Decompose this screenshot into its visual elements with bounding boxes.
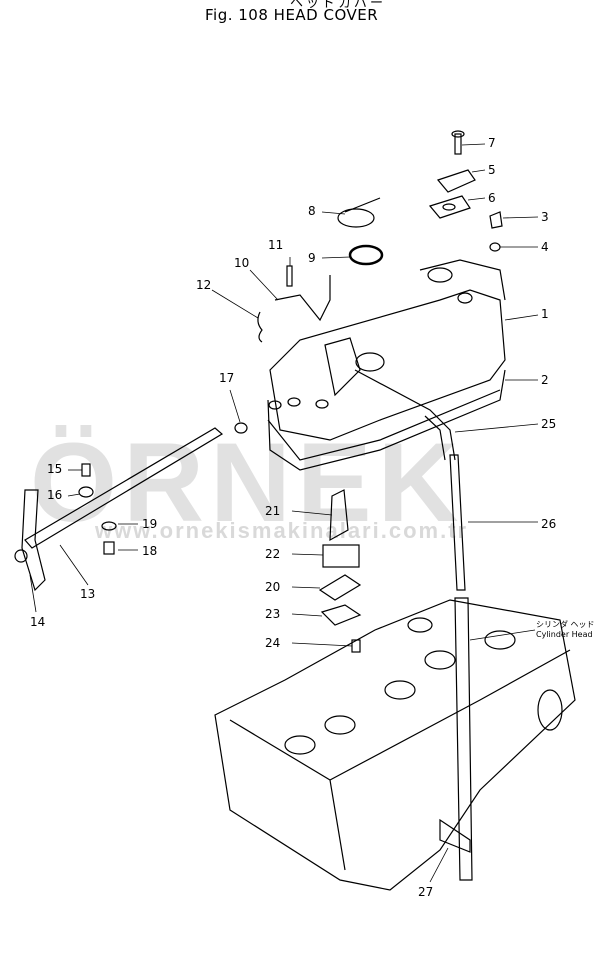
callout-26: 26 bbox=[541, 517, 557, 531]
callout-16: 16 bbox=[47, 488, 63, 502]
figure-title: Fig. 108 HEAD COVER bbox=[205, 6, 379, 24]
callout-21: 21 bbox=[265, 504, 281, 518]
callout-5: 5 bbox=[488, 163, 496, 177]
callout-1: 1 bbox=[541, 307, 549, 321]
callout-24: 24 bbox=[265, 636, 281, 650]
watermark-logo: ÖRNEK bbox=[30, 420, 465, 545]
title-japanese: ヘッドカバー bbox=[290, 0, 387, 11]
callout-17: 17 bbox=[219, 371, 235, 385]
callout-12: 12 bbox=[196, 278, 212, 292]
callout-11: 11 bbox=[268, 238, 284, 252]
cylinder-head-note: シリンダ ヘッド Cylinder Head bbox=[536, 620, 595, 640]
callout-13: 13 bbox=[80, 587, 96, 601]
note-japanese: シリンダ ヘッド bbox=[536, 620, 595, 629]
callout-6: 6 bbox=[488, 191, 496, 205]
callout-10: 10 bbox=[234, 256, 250, 270]
callout-3: 3 bbox=[541, 210, 549, 224]
callout-4: 4 bbox=[541, 240, 549, 254]
callout-15: 15 bbox=[47, 462, 63, 476]
callout-23: 23 bbox=[265, 607, 281, 621]
callout-7: 7 bbox=[488, 136, 496, 150]
callout-2: 2 bbox=[541, 373, 549, 387]
callout-25: 25 bbox=[541, 417, 557, 431]
callout-18: 18 bbox=[142, 544, 158, 558]
callout-8: 8 bbox=[308, 204, 316, 218]
callout-19: 19 bbox=[142, 517, 158, 531]
callout-14: 14 bbox=[30, 615, 46, 629]
callout-22: 22 bbox=[265, 547, 281, 561]
callout-27: 27 bbox=[418, 885, 434, 899]
watermark-url: www.ornekismakinalari.com.tr bbox=[95, 518, 469, 543]
callout-20: 20 bbox=[265, 580, 281, 594]
note-english: Cylinder Head bbox=[536, 630, 593, 639]
callout-9: 9 bbox=[308, 251, 316, 265]
